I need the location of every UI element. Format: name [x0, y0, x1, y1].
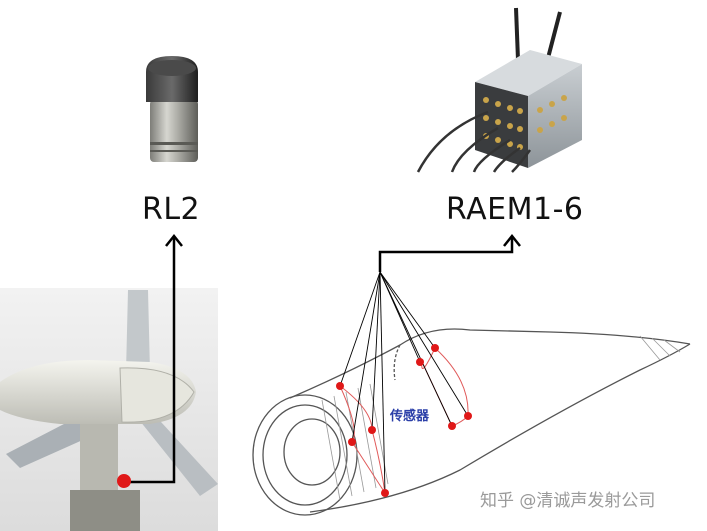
antenna-left	[514, 7, 520, 61]
blade-root-outer	[252, 394, 358, 516]
blade-detail	[393, 344, 401, 381]
blade-lower-edge	[309, 343, 691, 513]
turbine-blade-top	[126, 290, 150, 372]
arrow-line	[130, 238, 176, 484]
cable-line	[339, 271, 381, 387]
blade-sensor-dot	[448, 422, 456, 430]
cable	[450, 126, 499, 173]
arrow-to-raem	[378, 233, 521, 272]
rl2-sensor-image	[146, 56, 198, 162]
antenna-right	[546, 11, 562, 59]
blade-root-inner	[283, 418, 341, 486]
blade-sensor-label: 传感器	[390, 409, 430, 424]
cable-line	[371, 271, 381, 431]
blade-upper-edge	[289, 328, 691, 399]
cable-line	[351, 271, 381, 443]
sensor-ring-line	[434, 347, 469, 427]
cable	[511, 149, 532, 173]
arrow-to-rl2	[130, 233, 183, 484]
arrow-head	[503, 233, 521, 247]
sensor-cable-fan	[339, 271, 469, 494]
blade-sensor-dot	[381, 489, 389, 497]
arrow-head	[165, 233, 183, 247]
blade-sensor-dot	[416, 358, 424, 366]
device-connectors	[483, 95, 567, 150]
cable	[492, 146, 521, 173]
raem-device-image	[416, 7, 582, 173]
cable-line	[379, 271, 453, 427]
blade-sensor-dot	[348, 438, 356, 446]
turbine-sensor-dot	[117, 474, 131, 488]
cable	[472, 138, 511, 173]
sensor-ring-line	[339, 385, 386, 494]
watermark: 知乎 @清诚声发射公司	[480, 491, 656, 511]
device-front	[475, 82, 528, 168]
sensor-groove	[150, 142, 198, 145]
sensor-cap-top	[148, 60, 196, 76]
cable-line	[379, 271, 469, 417]
blade-sensor-dot	[336, 382, 344, 390]
wind-turbine-image	[0, 288, 218, 531]
blade-root-mid	[262, 404, 348, 506]
sensor-body	[150, 100, 198, 162]
cable-line	[379, 271, 436, 349]
device-side	[528, 64, 582, 168]
arrow-line	[378, 238, 514, 272]
sensor-groove	[150, 150, 198, 152]
cable	[416, 110, 489, 173]
turbine-base	[70, 490, 140, 531]
blade-sensor-dot	[431, 344, 439, 352]
blade-sensor-dot	[368, 426, 376, 434]
cable-line	[379, 271, 386, 494]
device-top	[475, 50, 582, 96]
blade-sensors	[336, 344, 472, 497]
turbine-spinner	[119, 367, 195, 423]
blade-sensor-dot	[464, 412, 472, 420]
rl2-label: RL2	[142, 192, 201, 227]
raem-label: RAEM1-6	[446, 192, 584, 227]
